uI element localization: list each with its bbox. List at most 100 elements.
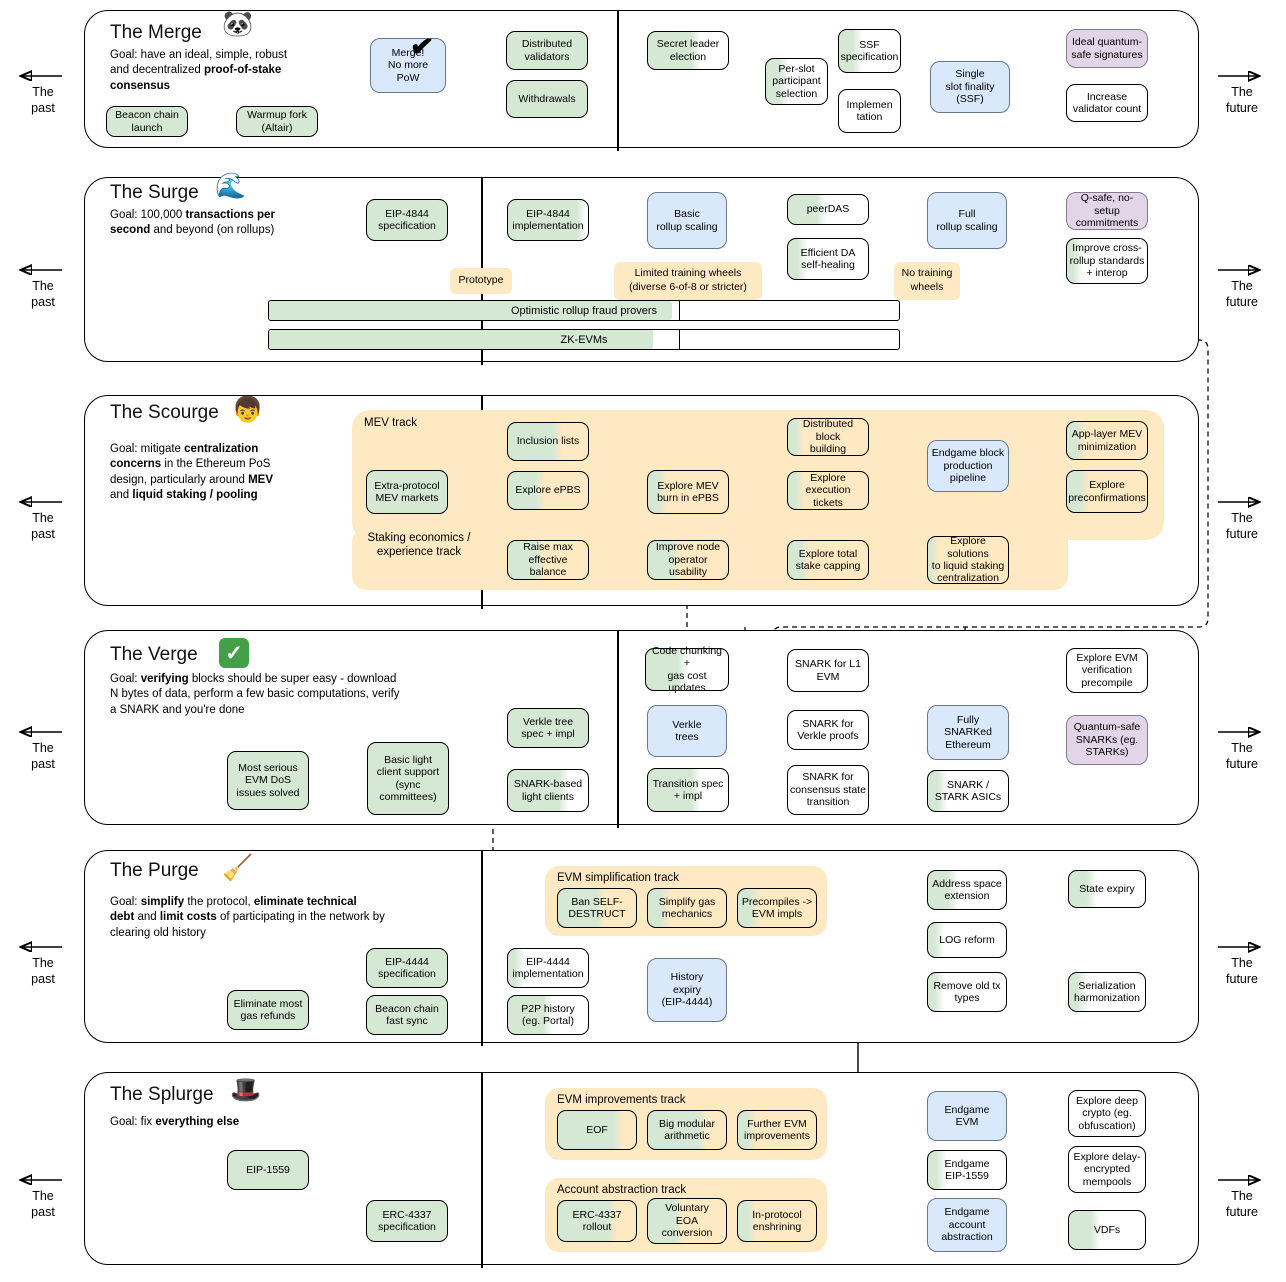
track-label-evm-simplification-track: EVM simplification track bbox=[557, 872, 680, 884]
track-label-evm-improvements-track: EVM improvements track bbox=[557, 1094, 686, 1106]
track-label-account-abstraction-track: Account abstraction track bbox=[557, 1184, 687, 1196]
box-p2p-history-eg-portal: P2P history (eg. Portal) bbox=[507, 995, 589, 1035]
past-label: The past bbox=[31, 279, 55, 310]
box-eip-4844-specification: EIP-4844 specification bbox=[366, 199, 448, 241]
checkmark-icon: ✓ bbox=[219, 638, 249, 668]
box-q-safe-no-setup-commitments: Q-safe, no-setup commitments bbox=[1066, 192, 1148, 230]
section-goal-scourge: Goal: mitigate centralization concerns i… bbox=[110, 443, 274, 502]
box-voluntary-eoa-conversion: Voluntary EOA conversion bbox=[647, 1198, 727, 1244]
section-icon-scourge: 👦 bbox=[232, 396, 264, 424]
box-withdrawals: Withdrawals bbox=[506, 80, 588, 118]
bar-divider bbox=[678, 301, 680, 320]
box-remove-old-tx-types: Remove old tx types bbox=[927, 972, 1007, 1012]
label-no-training-wheels: No training wheels bbox=[894, 262, 960, 300]
box-verkle-tree-spec-impl: Verkle tree spec + impl bbox=[507, 708, 589, 748]
section-title-verge: The Verge bbox=[110, 644, 198, 665]
future-label: The future bbox=[1226, 956, 1258, 987]
section-divider-splurge bbox=[481, 1072, 483, 1268]
box-big-modular-arithmetic: Big modular arithmetic bbox=[647, 1110, 727, 1150]
box-increase-validator-count: Increase validator count bbox=[1066, 84, 1148, 122]
label-limited-training-wheels-diverse-6-: Limited training wheels (diverse 6-of-8 … bbox=[614, 262, 762, 300]
box-snark-based-light-clients: SNARK-based light clients bbox=[507, 769, 589, 812]
box-explore-solutions-to-liquid-stakin: Explore solutions to liquid staking cent… bbox=[927, 535, 1009, 584]
box-full-rollup-scaling: Full rollup scaling bbox=[927, 192, 1007, 249]
box-further-evm-improvements: Further EVM improvements bbox=[737, 1110, 817, 1150]
progress-bar-optimistic-rollup-fraud-provers: Optimistic rollup fraud provers bbox=[268, 300, 900, 321]
box-extra-protocol-mev-markets: Extra-protocol MEV markets bbox=[366, 470, 448, 514]
box-beacon-chain-launch: Beacon chain launch bbox=[106, 106, 188, 137]
box-distributed-block-building: Distributed block building bbox=[787, 418, 869, 456]
box-improve-node-operator-usability: Improve node operator usability bbox=[647, 540, 729, 580]
box-explore-deep-crypto-eg-obfuscation: Explore deep crypto (eg. obfuscation) bbox=[1068, 1090, 1146, 1137]
past-label: The past bbox=[31, 741, 55, 772]
progress-fill bbox=[269, 330, 654, 349]
box-endgame-account-abstraction: Endgame account abstraction bbox=[927, 1198, 1007, 1252]
track-label-mev-track: MEV track bbox=[364, 417, 418, 429]
box-explore-mev-burn-in-epbs: Explore MEV burn in ePBS bbox=[647, 470, 729, 514]
section-divider-verge bbox=[617, 630, 619, 828]
box-address-space-extension: Address space extension bbox=[927, 870, 1007, 910]
box-explore-execution-tickets: Explore execution tickets bbox=[787, 471, 869, 510]
box-state-expiry: State expiry bbox=[1068, 870, 1146, 908]
box-serialization-harmonization: Serialization harmonization bbox=[1068, 972, 1146, 1012]
section-icon-purge: 🧹 bbox=[222, 854, 254, 882]
future-label: The future bbox=[1226, 279, 1258, 310]
box-eof: EOF bbox=[557, 1110, 637, 1150]
box-beacon-chain-fast-sync: Beacon chain fast sync bbox=[366, 995, 448, 1035]
section-divider-merge bbox=[617, 10, 619, 151]
section-icon-merge: 🐼 bbox=[222, 10, 254, 38]
past-label: The past bbox=[31, 1189, 55, 1220]
box-explore-total-stake-capping: Explore total stake capping bbox=[787, 540, 869, 580]
section-goal-merge: Goal: have an ideal, simple, robust and … bbox=[110, 49, 288, 92]
future-label: The future bbox=[1226, 1189, 1258, 1220]
box-efficient-da-self-healing: Efficient DA self-healing bbox=[787, 238, 869, 280]
future-label: The future bbox=[1226, 741, 1258, 772]
box-merge-no-more-pow: Merge! No more PoW bbox=[370, 38, 446, 93]
section-goal-splurge: Goal: fix everything else bbox=[110, 1116, 240, 1128]
bar-divider bbox=[678, 330, 680, 349]
progress-bar-zk-evms: ZK-EVMs bbox=[268, 329, 900, 350]
box-log-reform: LOG reform bbox=[927, 922, 1007, 958]
box-in-protocol-enshrining: In-protocol enshrining bbox=[737, 1200, 817, 1242]
box-snark-for-verkle-proofs: SNARK for Verkle proofs bbox=[787, 710, 869, 750]
section-title-purge: The Purge bbox=[110, 860, 199, 881]
past-label: The past bbox=[31, 85, 55, 116]
future-label: The future bbox=[1226, 85, 1258, 116]
box-most-serious-evm-dos-issues-solved: Most serious EVM DoS issues solved bbox=[227, 751, 309, 810]
label-prototype: Prototype bbox=[450, 268, 512, 294]
box-vdfs: VDFs bbox=[1068, 1210, 1146, 1250]
past-label: The past bbox=[31, 956, 55, 987]
box-precompiles-evm-impls: Precompiles -> EVM impls bbox=[737, 888, 817, 928]
box-endgame-block-production-pipeline: Endgame block production pipeline bbox=[927, 440, 1009, 492]
section-goal-surge: Goal: 100,000 transactions per second an… bbox=[110, 209, 275, 237]
section-title-surge: The Surge bbox=[110, 182, 199, 203]
box-eliminate-most-gas-refunds: Eliminate most gas refunds bbox=[227, 990, 309, 1030]
box-app-layer-mev-minimization: App-layer MEV minimization bbox=[1066, 421, 1148, 460]
box-explore-delay-encrypted-mempools: Explore delay- encrypted mempools bbox=[1068, 1146, 1146, 1193]
box-per-slot-participant-selection: Per-slot participant selection bbox=[765, 58, 828, 105]
merge-done-checkmark: ✔ bbox=[408, 29, 436, 64]
box-simplify-gas-mechanics: Simplify gas mechanics bbox=[647, 888, 727, 928]
section-divider-purge bbox=[481, 850, 483, 1046]
box-basic-light-client-support-sync-co: Basic light client support (sync committ… bbox=[367, 742, 449, 815]
box-erc-4337-specification: ERC-4337 specification bbox=[366, 1200, 448, 1242]
box-snark-for-consensus-state-transiti: SNARK for consensus state transition bbox=[787, 765, 869, 815]
box-ban-self-destruct: Ban SELF- DESTRUCT bbox=[557, 888, 637, 928]
box-endgame-evm: Endgame EVM bbox=[927, 1091, 1007, 1141]
section-icon-splurge: 🎩 bbox=[230, 1076, 262, 1104]
future-label: The future bbox=[1226, 511, 1258, 542]
box-eip-4444-specification: EIP-4444 specification bbox=[366, 948, 448, 988]
box-single-slot-finality-ssf: Single slot finality (SSF) bbox=[930, 61, 1010, 113]
bar-label: ZK-EVMs bbox=[560, 333, 608, 346]
box-ideal-quantum-safe-signatures: Ideal quantum- safe signatures bbox=[1066, 29, 1148, 68]
track-mev-track bbox=[352, 410, 1164, 540]
box-fully-snarked-ethereum: Fully SNARKed Ethereum bbox=[927, 705, 1009, 760]
section-goal-verge: Goal: verifying blocks should be super e… bbox=[110, 673, 400, 716]
section-icon-surge: 🌊 bbox=[215, 172, 247, 200]
box-raise-max-effective-balance: Raise max effective balance bbox=[507, 540, 589, 580]
section-title-splurge: The Splurge bbox=[110, 1084, 214, 1105]
box-implemen-tation: Implemen tation bbox=[838, 89, 901, 133]
box-eip-4844-implementation: EIP-4844 implementation bbox=[507, 199, 589, 241]
box-explore-evm-verification-precompil: Explore EVM verification precompile bbox=[1066, 648, 1148, 693]
track-label-staking-economics-experience-track: Staking economics / experience track bbox=[367, 532, 471, 559]
